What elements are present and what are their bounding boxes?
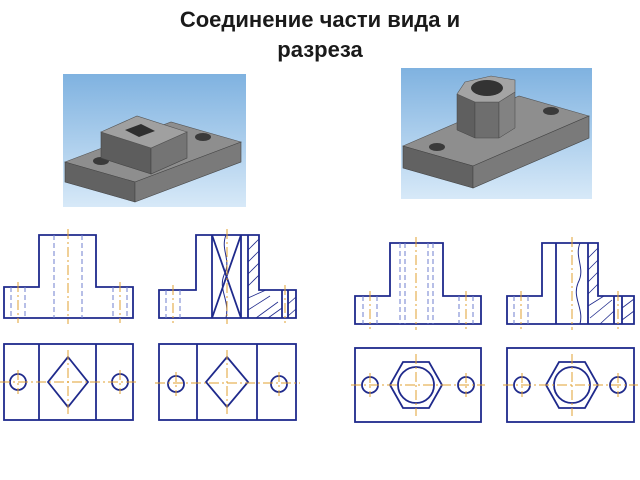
slide-title: Соединение части вида и разреза <box>0 5 640 65</box>
title-line-1: Соединение части вида и <box>179 7 461 32</box>
base-hole-right <box>195 133 211 141</box>
base-side-face <box>134 141 242 203</box>
drawing-view-hex-boss-front <box>354 237 482 330</box>
isometric-model-hex-boss <box>401 68 592 199</box>
base-hole-left <box>429 143 445 151</box>
drawing-section-hex-boss-front <box>506 237 635 330</box>
square-hole <box>125 124 155 137</box>
hex-bore <box>471 80 503 96</box>
drawing-section-square-hole-top <box>155 343 300 421</box>
isometric-model-square-hole <box>63 74 246 207</box>
drawing-view-hex-boss-top <box>351 347 485 423</box>
drawing-section-square-hole-front <box>158 229 297 324</box>
base-side-face <box>472 115 590 189</box>
drawing-view-square-hole-top <box>0 343 137 421</box>
title-line-2: разреза <box>277 37 363 62</box>
drawing-view-square-hole-front <box>3 229 134 324</box>
drawing-section-hex-boss-top <box>503 347 638 423</box>
base-hole-right <box>543 107 559 115</box>
